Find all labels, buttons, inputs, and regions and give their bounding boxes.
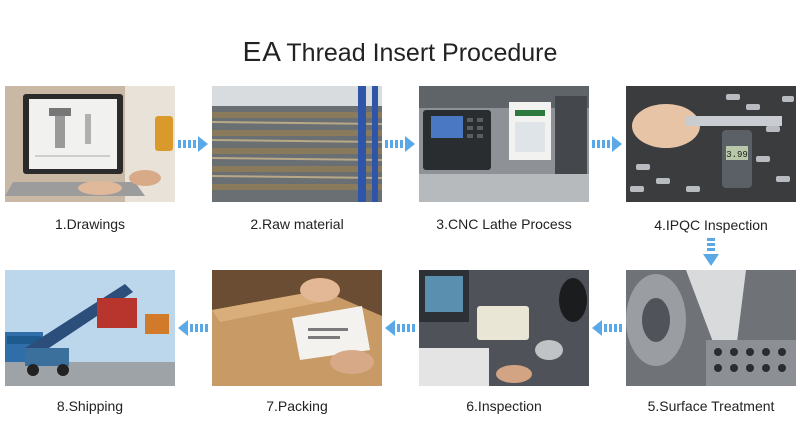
- title-text: Thread Insert Procedure: [286, 39, 558, 67]
- step-7-photo: [212, 270, 382, 386]
- step-8-photo: [5, 270, 175, 386]
- step-6-label: 6.Inspection: [466, 398, 542, 414]
- step-6-photo: [419, 270, 589, 386]
- step-3-label: 3.CNC Lathe Process: [436, 216, 572, 232]
- step-2-photo: [212, 86, 382, 202]
- step-8-label: 8.Shipping: [56, 398, 124, 414]
- step-1-photo: [5, 86, 175, 202]
- arrow-left-icon: [385, 320, 415, 336]
- title-brand: EA: [242, 36, 282, 67]
- arrow-left-icon: [592, 320, 622, 336]
- arrow-right-icon: [592, 136, 622, 152]
- arrow-right-icon: [178, 136, 208, 152]
- step-5-photo: [626, 270, 796, 386]
- page-title: EA Thread Insert Procedure: [0, 36, 800, 68]
- arrow-left-icon: [178, 320, 208, 336]
- gauge-reading: 3.99: [726, 150, 748, 160]
- step-4-photo: 3.99: [626, 86, 796, 202]
- step-5-label: 5.Surface Treatment: [647, 398, 775, 414]
- step-1-label: 1.Drawings: [54, 216, 126, 232]
- arrow-right-icon: [385, 136, 415, 152]
- step-7-label: 7.Packing: [266, 398, 328, 414]
- step-2-label: 2.Raw material: [250, 216, 344, 232]
- step-4-label: 4.IPQC Inspection: [654, 217, 768, 233]
- step-3-photo: [419, 86, 589, 202]
- arrow-down-icon: [703, 238, 719, 266]
